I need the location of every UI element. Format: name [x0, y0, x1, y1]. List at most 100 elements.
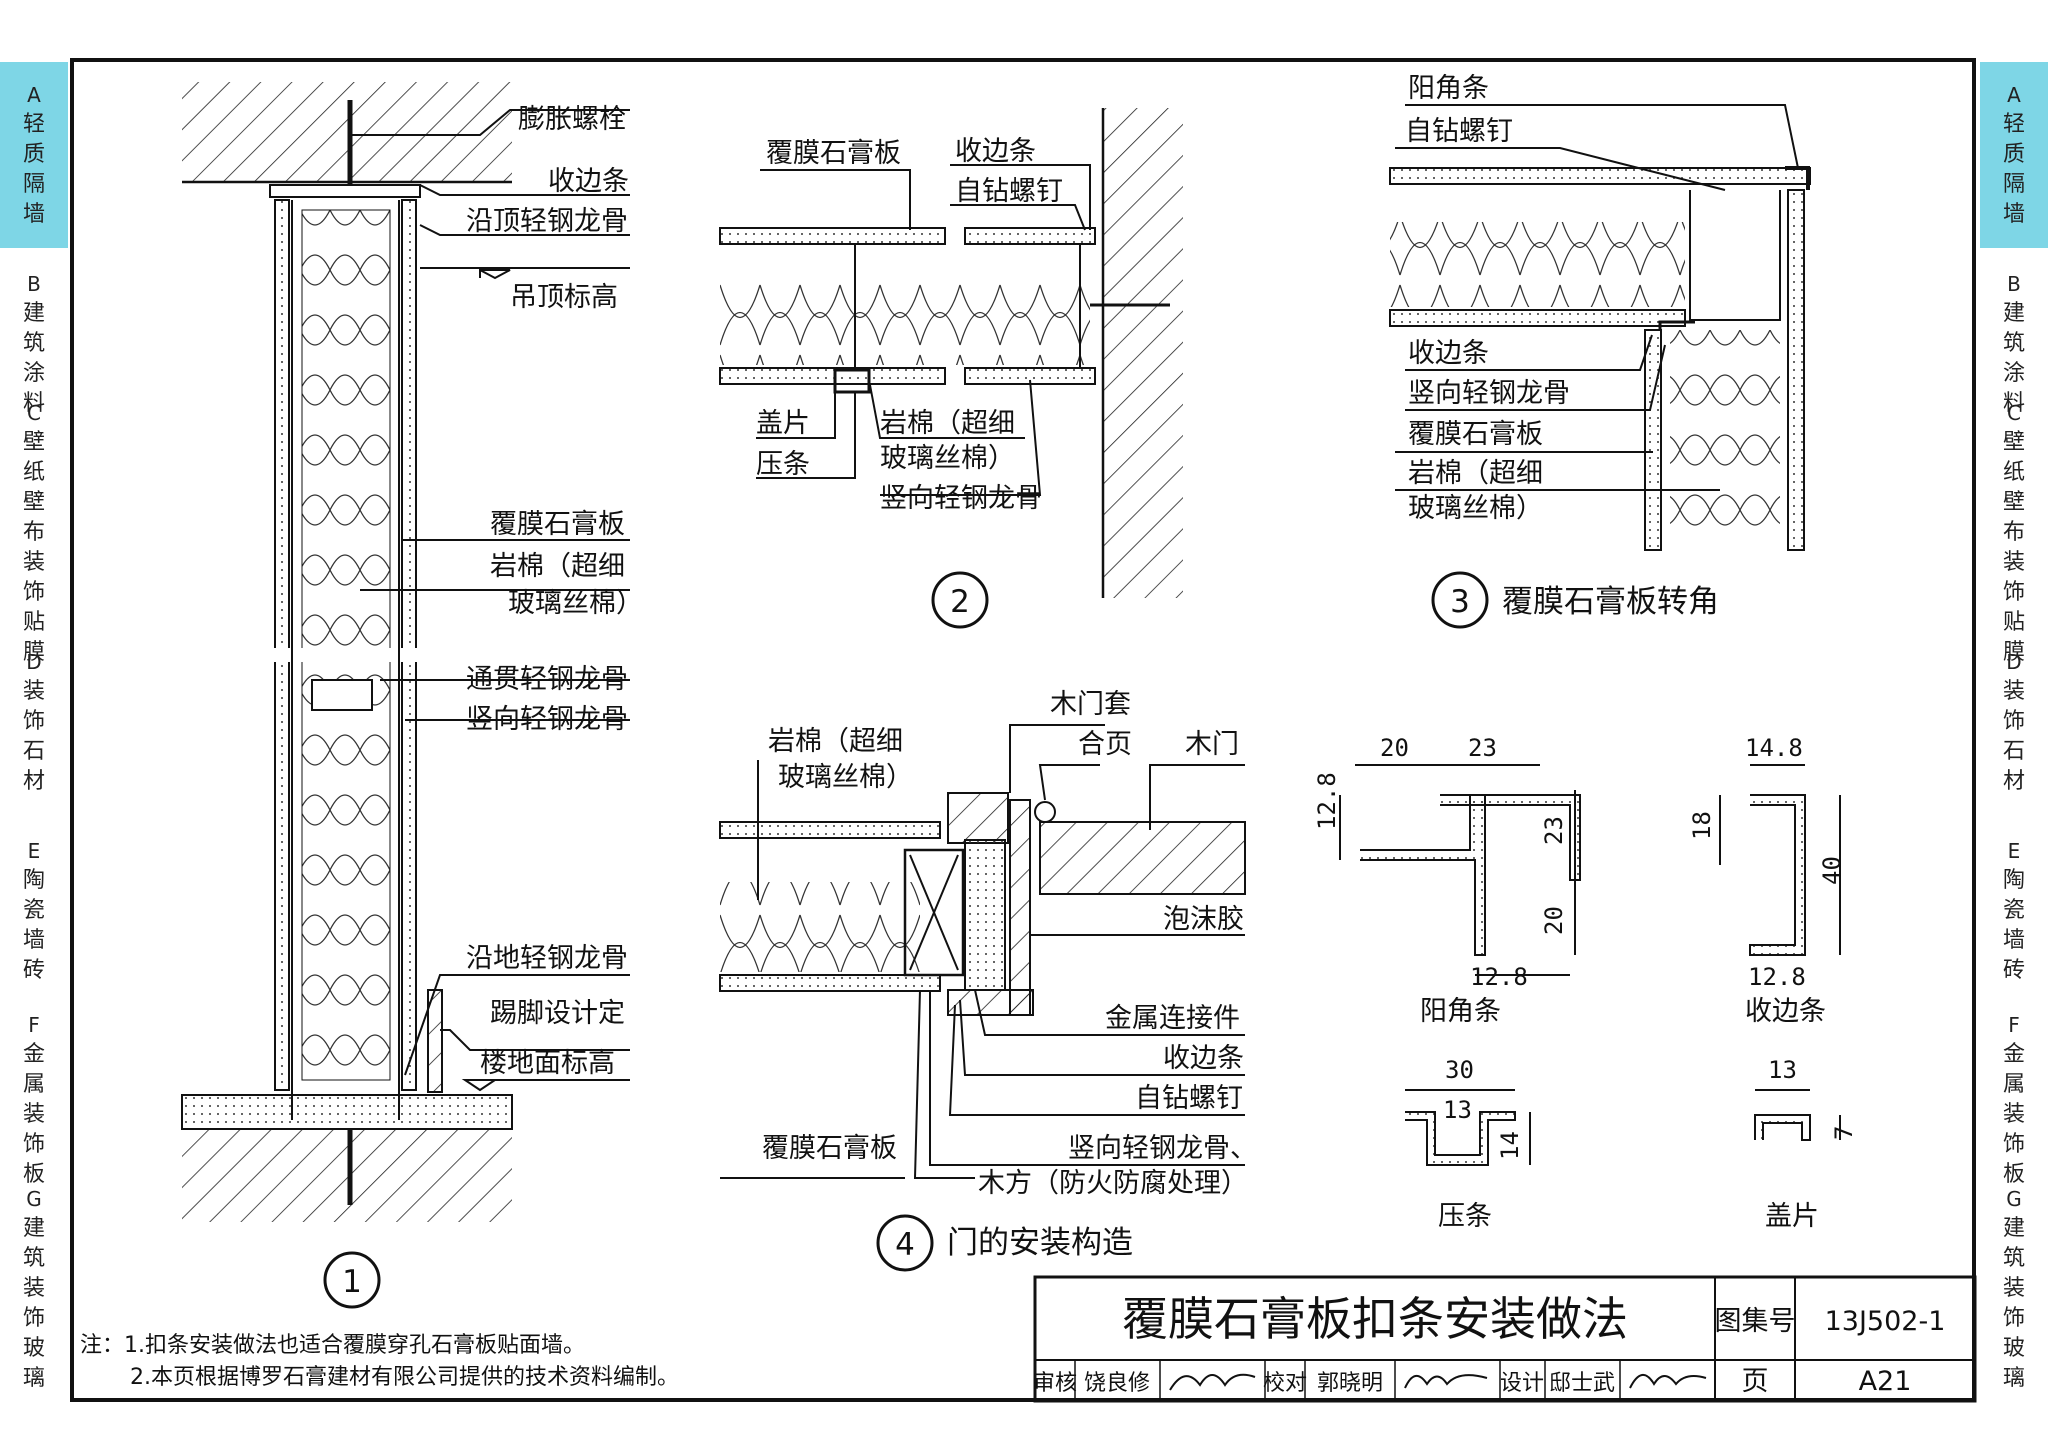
tab-text: 装饰石材 [22, 679, 45, 794]
yatiao-dim-0: 30 [1445, 1056, 1474, 1084]
check-name: 郭晓明 [1317, 1371, 1383, 1396]
page-label: 页 [1742, 1366, 1769, 1397]
tab-text: 壁纸壁布装饰贴膜 [2002, 430, 2025, 665]
tab-text: 装饰石材 [2002, 679, 2025, 794]
check-label: 校对 [1263, 1371, 1307, 1396]
page-number: A21 [1859, 1366, 1912, 1397]
profile-shoubian [1719, 764, 1841, 956]
d4-label-11: 木方（防火防腐处理） [978, 1168, 1248, 1199]
d4-label-10: 竖向轻钢龙骨、 [1068, 1133, 1257, 1164]
tab-text: 陶瓷墙砖 [22, 868, 45, 983]
d4-label-8: 自钻螺钉 [1135, 1083, 1243, 1114]
tab-text: 轻质隔墙 [22, 112, 45, 227]
d3-label-2: 收边条 [1408, 338, 1489, 369]
d4-label-6: 金属连接件 [1105, 1003, 1240, 1034]
d2-label-6: 玻璃丝棉） [880, 443, 1015, 474]
tab-letter: B [2007, 272, 2021, 296]
yangjiao-dim-4: 20 [1540, 906, 1568, 935]
design-label: 设计 [1500, 1371, 1544, 1396]
d2-label-7: 竖向轻钢龙骨 [880, 483, 1042, 514]
profile-yangjiao [1339, 764, 1581, 976]
drawing-notes: 注：1.扣条安装做法也适合覆膜穿孔石膏板贴面墙。 2.本页根据博罗石膏建材有限公… [80, 1330, 679, 1394]
yatiao-name: 压条 [1438, 1201, 1492, 1232]
tab-letter: E [2007, 839, 2021, 863]
d3-label-0: 阳角条 [1408, 73, 1489, 104]
left-tab-c[interactable]: C 壁纸壁布装饰贴膜 [0, 401, 68, 665]
gaipian-dim-1: 7 [1830, 1126, 1858, 1140]
detail-1-wall-section: 膨胀螺栓 收边条 沿顶轻钢龙骨 吊顶标高 覆膜石膏板 岩棉（超细 玻璃丝棉） 通… [181, 82, 643, 1309]
shoubian-dim-1: 18 [1688, 811, 1716, 840]
d4-label-1: 玻璃丝棉） [778, 762, 913, 793]
d4-label-3: 合页 [1078, 729, 1132, 760]
d2-number: 2 [950, 584, 970, 620]
d4-label-0: 岩棉（超细 [768, 726, 903, 757]
tab-letter: F [28, 1013, 40, 1037]
d2-label-2: 自钻螺钉 [955, 176, 1063, 207]
d3-label-3: 竖向轻钢龙骨 [1408, 378, 1570, 409]
d4-label-9: 覆膜石膏板 [762, 1133, 897, 1164]
shoubian-name: 收边条 [1745, 996, 1826, 1027]
shoubian-dim-0: 14.8 [1745, 734, 1803, 762]
right-tab-f[interactable]: F 金属装饰板 [1980, 1007, 2048, 1196]
d2-label-1: 收边条 [955, 136, 1036, 167]
d1-label-7: 通贯轻钢龙骨 [466, 664, 628, 695]
title-block [1033, 1275, 1977, 1403]
note-2: 2.本页根据博罗石膏建材有限公司提供的技术资料编制。 [130, 1365, 679, 1390]
d1-label-10: 踢脚设计定 [490, 998, 625, 1029]
d1-label-1: 收边条 [548, 166, 629, 197]
drawing-title: 覆膜石膏板扣条安装做法 [1122, 1292, 1628, 1346]
d1-label-0: 膨胀螺栓 [518, 104, 626, 135]
yatiao-dim-2: 14 [1496, 1131, 1524, 1160]
tab-text: 金属装饰板 [22, 1042, 45, 1187]
review-label: 审核 [1033, 1371, 1077, 1396]
tab-letter: D [26, 650, 42, 674]
d1-label-4: 覆膜石膏板 [490, 509, 625, 540]
profile-gaipian [1754, 1089, 1841, 1141]
d1-label-11: 楼地面标高 [480, 1048, 615, 1079]
atlas-number: 13J502-1 [1825, 1306, 1946, 1337]
shoubian-dim-2: 40 [1818, 856, 1846, 885]
tab-letter: C [27, 401, 41, 425]
tab-text: 陶瓷墙砖 [2002, 868, 2025, 983]
right-tab-c[interactable]: C 壁纸壁布装饰贴膜 [1980, 401, 2048, 665]
tab-text: 壁纸壁布装饰贴膜 [22, 430, 45, 665]
right-tab-e[interactable]: E 陶瓷墙砖 [1980, 818, 2048, 1007]
tab-text: 金属装饰板 [2002, 1042, 2025, 1187]
d3-label-5: 岩棉（超细 [1408, 458, 1543, 489]
d2-label-4: 压条 [756, 449, 810, 480]
left-tab-f[interactable]: F 金属装饰板 [0, 1007, 68, 1196]
yangjiao-name: 阳角条 [1420, 996, 1501, 1027]
left-tab-d[interactable]: D 装饰石材 [0, 629, 68, 818]
design-signature [1629, 1374, 1707, 1389]
tab-letter: C [2007, 401, 2021, 425]
tab-letter: A [2007, 83, 2021, 107]
note-1: 1.扣条安装做法也适合覆膜穿孔石膏板贴面墙。 [124, 1333, 586, 1358]
yangjiao-dim-1: 23 [1468, 734, 1497, 762]
detail-2-joint-plan: 覆膜石膏板 收边条 自钻螺钉 盖片 压条 岩棉（超细 玻璃丝棉） 竖向轻钢龙骨 … [719, 108, 1183, 629]
drawing-frame [70, 58, 1976, 1402]
d4-label-2: 木门套 [1050, 689, 1131, 720]
d3-label-1: 自钻螺钉 [1405, 116, 1513, 147]
detail-4-door: 岩棉（超细 玻璃丝棉） 木门套 合页 木门 泡沫胶 金属连接件 收边条 自钻螺钉… [719, 689, 1257, 1272]
tab-letter: F [2008, 1013, 2020, 1037]
notes-prefix: 注： [80, 1333, 125, 1358]
profile-yatiao [1405, 1089, 1531, 1166]
d3-label-4: 覆膜石膏板 [1408, 419, 1543, 450]
gaipian-name: 盖片 [1765, 1201, 1819, 1232]
d4-label-7: 收边条 [1163, 1043, 1244, 1074]
yatiao-dim-1: 13 [1443, 1096, 1472, 1124]
tab-text: 建筑装饰玻璃 [22, 1216, 45, 1391]
check-signature [1404, 1374, 1488, 1389]
d3-number: 3 [1450, 584, 1470, 620]
detail-3-corner: 阳角条 自钻螺钉 收边条 竖向轻钢龙骨 覆膜石膏板 岩棉（超细 玻璃丝棉） 3 … [1389, 73, 1811, 629]
d2-label-5: 岩棉（超细 [880, 408, 1015, 439]
